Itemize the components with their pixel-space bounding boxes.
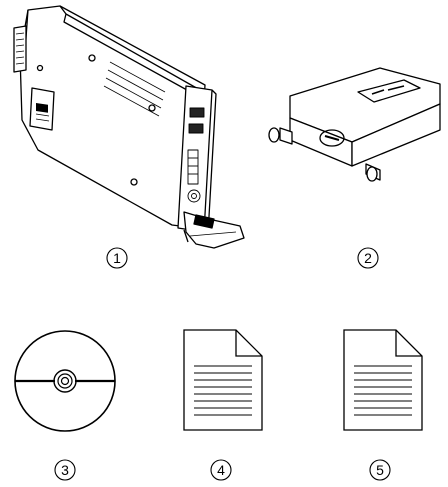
callout-1-label: 1 [113,250,121,266]
callout-4: 4 [210,459,232,481]
callout-3: 3 [54,459,76,481]
callout-4-label: 4 [217,462,225,478]
thumbscrew-left [268,127,293,145]
label-plate-text-marks [371,85,405,95]
software-cd-illustration [14,330,116,432]
callout-5: 5 [369,459,391,481]
document-icon [183,329,263,431]
callout-1: 1 [106,247,128,269]
backplane-connector-teeth [15,32,25,65]
document-icon [343,329,423,431]
callout-3-label: 3 [61,462,69,478]
front-panel-connectors [187,107,205,203]
card-vent-lines [103,61,166,117]
callout-2: 2 [357,247,379,269]
pxi-module-card-illustration [13,5,245,249]
terminal-block-accessory-illustration [268,67,441,182]
thumbscrew-right [365,163,381,182]
callout-5-label: 5 [376,462,384,478]
callout-2-label: 2 [364,250,372,266]
